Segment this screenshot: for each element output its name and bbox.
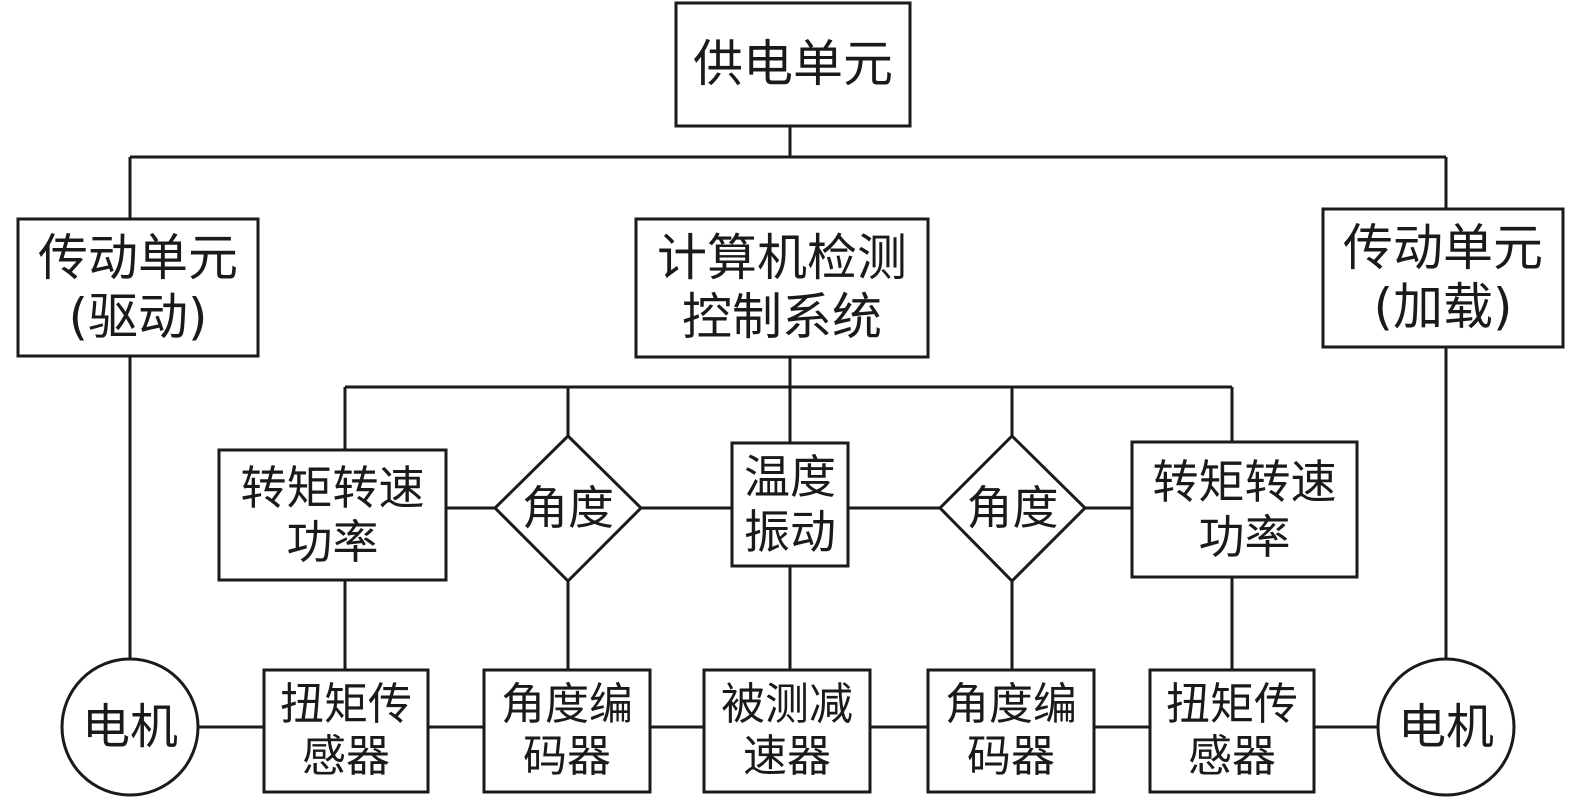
motor-left-circle	[60, 657, 200, 797]
angle-encoder-left-box	[482, 668, 652, 794]
load-unit-box	[1321, 207, 1565, 349]
drive-unit-box	[16, 217, 260, 358]
motor-right-circle	[1376, 657, 1516, 797]
torque-sensor-right-box	[1148, 668, 1316, 794]
measurement-bus-wires	[343, 357, 1234, 450]
torque-speed-power-left-box	[217, 448, 448, 582]
power-unit-box	[674, 1, 912, 128]
angle-right-diamond	[937, 433, 1088, 584]
angle-encoder-right-box	[926, 668, 1096, 794]
sensor-link-wires	[343, 566, 1234, 670]
torque-sensor-left-box	[262, 668, 430, 794]
drive-to-motor-wires	[128, 347, 1448, 660]
angle-left-diamond	[492, 433, 644, 584]
temp-vibration-box	[730, 441, 850, 568]
computer-system-box	[634, 217, 930, 359]
reducer-under-test-box	[702, 668, 872, 794]
torque-speed-power-right-box	[1130, 440, 1359, 579]
power-bus-wires	[128, 126, 1448, 219]
